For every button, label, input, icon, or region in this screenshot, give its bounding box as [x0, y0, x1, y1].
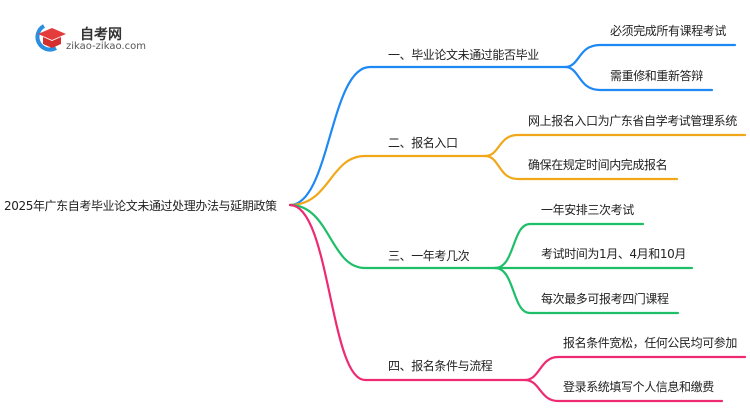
branch-3-child-1-connector	[493, 222, 645, 270]
branch-3-child-2[interactable]: 考试时间为1月、4月和10月	[541, 247, 686, 261]
branch-2-connector	[288, 154, 487, 207]
branch-1-child-1[interactable]: 必须完成所有课程考试	[610, 24, 727, 38]
branch-1-child-2[interactable]: 需重修和重新答辩	[610, 69, 703, 83]
branch-3-label[interactable]: 三、一年考几次	[388, 249, 470, 263]
branch-4-child-2[interactable]: 登录系统填写个人信息和缴费	[563, 380, 714, 394]
branch-2-child-2[interactable]: 确保在规定时间内完成报名	[528, 158, 668, 172]
branch-3-child-3[interactable]: 每次最多可报考四门课程	[541, 292, 669, 306]
branch-1-connector	[288, 65, 567, 207]
branch-2-label[interactable]: 二、报名入口	[388, 136, 458, 150]
branch-4-connector	[288, 203, 527, 382]
branch-4-child-1[interactable]: 报名条件宽松，任何公民均可参加	[563, 336, 738, 350]
branch-3-child-3-connector	[493, 266, 680, 315]
branch-3-connector	[288, 203, 497, 270]
branch-4-label[interactable]: 四、报名条件与流程	[388, 359, 493, 373]
logo-url: zikao-zikao.com	[66, 41, 146, 52]
logo-name: 自考网	[80, 27, 122, 43]
logo-icon	[30, 22, 70, 56]
branch-1-child-1-connector	[563, 43, 737, 69]
root-topic[interactable]: 2025年广东自考毕业论文未通过处理办法与延期政策	[4, 199, 277, 213]
branch-1-label[interactable]: 一、毕业论文未通过能否毕业	[388, 48, 539, 62]
branch-2-child-1-connector	[483, 133, 747, 158]
branch-2-child-2-connector	[483, 154, 679, 181]
branch-1-child-2-connector	[563, 65, 714, 92]
branch-3-child-1[interactable]: 一年安排三次考试	[541, 203, 634, 217]
branch-2-child-1[interactable]: 网上报名入口为广东省自学考试管理系统	[528, 114, 737, 128]
branch-4-child-1-connector	[523, 355, 747, 382]
branch-4-child-2-connector	[523, 378, 724, 403]
